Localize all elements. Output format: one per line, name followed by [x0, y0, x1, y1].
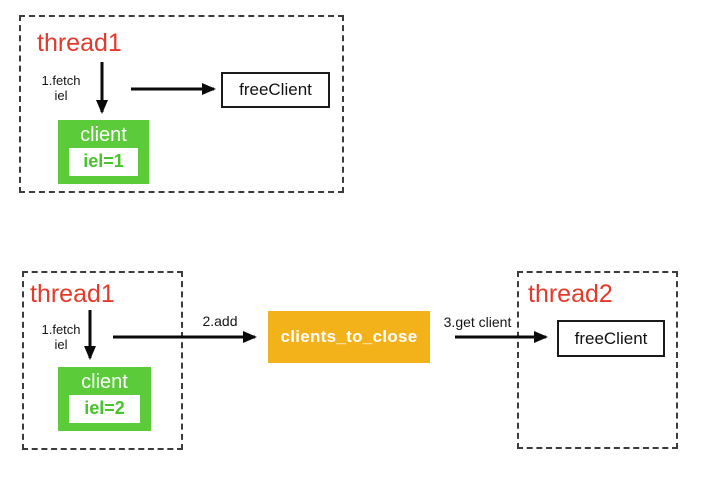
get-client-step-label: 3.get client [443, 314, 512, 330]
fetch-step-line1: 1.fetch [41, 73, 81, 88]
thread2-label: thread2 [528, 280, 613, 308]
add-step-label: 2.add [202, 313, 238, 329]
thread1-top-label: thread1 [37, 29, 122, 57]
free-client-box-bottom: freeClient [557, 320, 665, 357]
free-client-label-top: freeClient [239, 80, 312, 99]
client-value-top: iel=1 [69, 148, 138, 176]
client-box-bottom: client iel=2 [58, 367, 151, 431]
free-client-label-bottom: freeClient [574, 328, 648, 348]
clients-to-close-label: clients_to_close [280, 327, 418, 346]
thread2-container [517, 271, 678, 449]
thread1-top-container [19, 15, 344, 193]
fetch-step-label-top: 1.fetch iel [36, 73, 86, 103]
fetch-step-line2: iel [54, 88, 68, 103]
clients-to-close-box: clients_to_close [268, 311, 430, 363]
client-title-bottom: client [81, 371, 128, 393]
fetch-step-label-bottom: 1.fetch iel [36, 322, 86, 352]
fetch-step-line1: 1.fetch [41, 322, 81, 337]
thread1-bottom-container [22, 271, 183, 450]
client-value-bottom: iel=2 [69, 395, 140, 423]
client-box-top: client iel=1 [58, 120, 149, 184]
client-title-top: client [80, 124, 127, 146]
free-client-box-top: freeClient [221, 72, 330, 108]
fetch-step-line2: iel [54, 337, 68, 352]
thread1-bottom-label: thread1 [30, 280, 115, 308]
